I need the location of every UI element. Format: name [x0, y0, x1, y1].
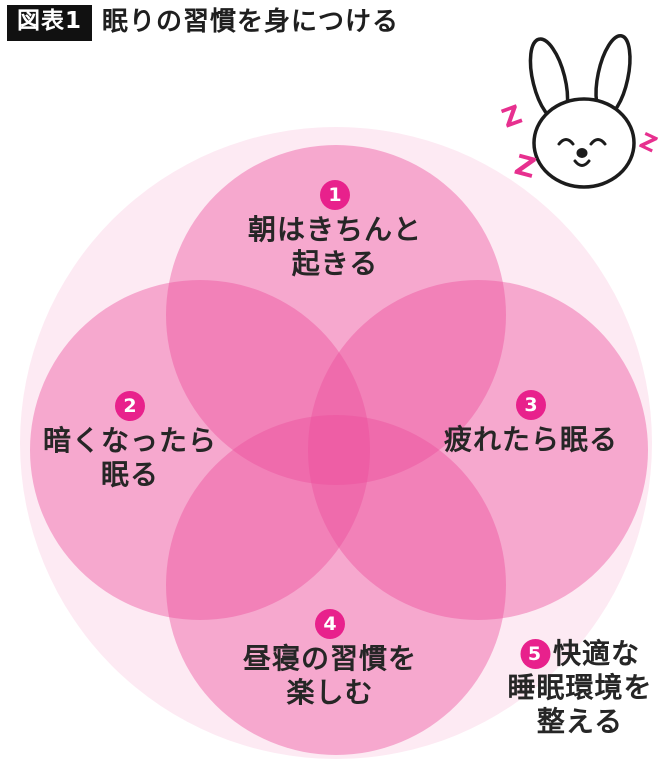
- sleep-z-icon: Z: [635, 129, 660, 158]
- habit-5-label: 快適な: [552, 637, 641, 670]
- habit-4-number-badge: 4: [314, 609, 345, 639]
- rabbit-mouth: [573, 159, 591, 167]
- habit-circle-left: [30, 280, 370, 620]
- habit-item-2: 2 暗くなったら 眠る: [43, 391, 217, 492]
- rabbit-left-eye: [557, 138, 575, 146]
- outer-circle: [20, 127, 652, 759]
- figure-header: 図表1 眠りの習慣を身につける: [7, 5, 399, 41]
- habit-item-5: 5 快適な 睡眠環境を 整える: [507, 637, 652, 739]
- habit-1-label: 朝はきちんと: [247, 213, 423, 246]
- habit-item-3: 3 疲れたら眠る: [444, 390, 618, 457]
- habit-5-number-badge: 5: [519, 639, 550, 669]
- habit-item-4: 4 昼寝の習慣を 楽しむ: [243, 609, 417, 710]
- habit-circle-right: [308, 280, 648, 620]
- rabbit-right-eye: [589, 138, 607, 146]
- habit-1-label: 起きる: [291, 247, 379, 280]
- habit-1-number-badge: 1: [319, 180, 350, 210]
- figure-tag: 図表1: [7, 5, 93, 41]
- habit-2-label: 眠る: [100, 458, 160, 491]
- habit-4-label: 昼寝の習慣を: [242, 642, 418, 675]
- habit-3-number-badge: 3: [515, 390, 546, 420]
- sleep-z-icon: Z: [498, 100, 526, 135]
- figure-title: 眠りの習慣を身につける: [102, 7, 400, 38]
- habit-2-label: 暗くなったら: [42, 424, 218, 457]
- sleep-z-icon: Z: [511, 148, 539, 185]
- sleeping-rabbit-icon: Z Z Z: [498, 34, 660, 189]
- rabbit-head: [532, 97, 636, 189]
- habit-5-label: 整える: [536, 705, 624, 738]
- habit-item-1: 1 朝はきちんと 起きる: [248, 180, 422, 281]
- rabbit-nose: [576, 148, 588, 158]
- habit-5-label: 睡眠環境を: [507, 671, 653, 704]
- habit-3-label: 疲れたら眠る: [443, 423, 619, 456]
- habit-circle-bottom: [166, 415, 506, 755]
- habit-4-label: 楽しむ: [286, 676, 374, 709]
- habit-circle-top: [166, 145, 506, 485]
- habit-2-number-badge: 2: [114, 391, 145, 421]
